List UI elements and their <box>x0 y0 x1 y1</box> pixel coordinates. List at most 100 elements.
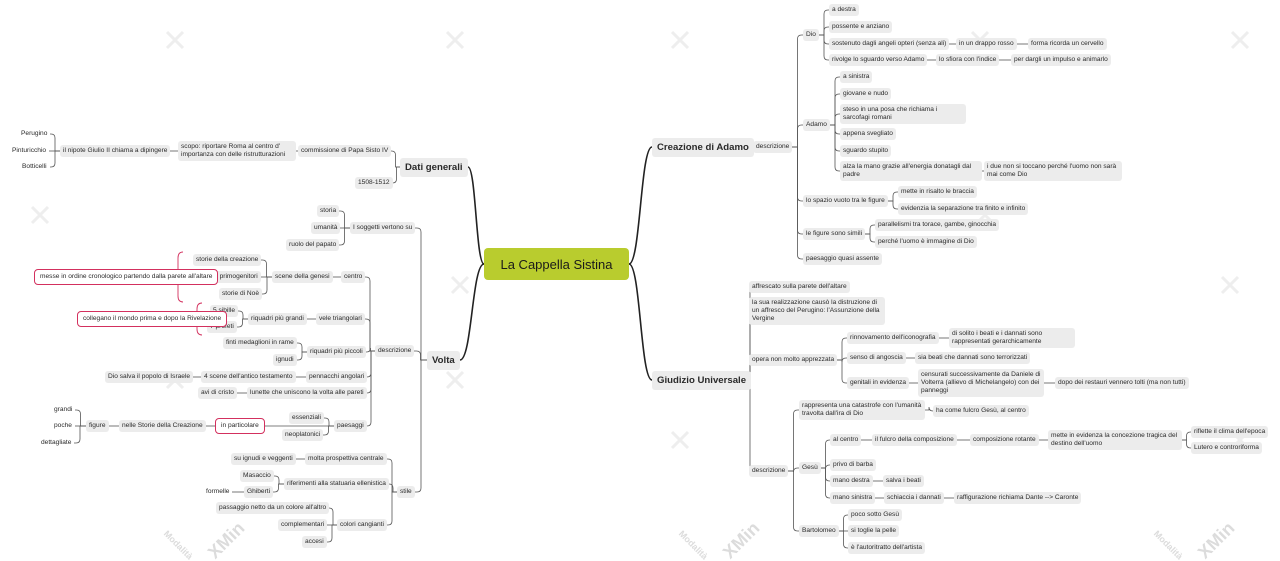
topic-node[interactable]: poco sotto Gesù <box>848 509 903 521</box>
callout-note[interactable]: collegano il mondo prima e dopo la Rivel… <box>77 311 228 327</box>
topic-node[interactable]: rinnovamento dell'iconografia <box>847 332 939 344</box>
topic-node[interactable]: parallelismi tra torace, gambe, ginocchi… <box>875 219 1000 231</box>
topic-node[interactable]: censurati successivamente da Daniele di … <box>918 369 1044 397</box>
topic-node[interactable]: appena svegliato <box>840 128 896 140</box>
topic-node[interactable]: storie di Noè <box>219 288 263 300</box>
topic-node[interactable]: scene della genesi <box>272 271 333 283</box>
topic-node[interactable]: essenziali <box>289 412 324 424</box>
topic-node[interactable]: I soggetti vertono su <box>350 222 416 234</box>
topic-node[interactable]: rappresenta una catastrofe con l'umanità… <box>799 400 925 420</box>
main-topic[interactable]: Giudizio Universale <box>652 371 752 390</box>
topic-node[interactable]: pennacchi angolari <box>306 371 368 383</box>
topic-node[interactable]: descrizione <box>375 345 415 357</box>
topic-node[interactable]: raffigurazione richiama Dante --> Caront… <box>954 492 1082 504</box>
topic-node[interactable]: alza la mano grazie all'energia donatagl… <box>840 161 982 181</box>
topic-node[interactable]: riflette il clima dell'epoca <box>1191 426 1269 438</box>
topic-node[interactable]: molta prospettiva centrale <box>305 453 387 465</box>
topic-node[interactable]: nelle Storie della Creazione <box>119 420 206 432</box>
topic-node[interactable]: rivolge lo sguardo verso Adamo <box>829 54 928 66</box>
topic-node[interactable]: lunette che uniscono la volta alle paret… <box>247 387 367 399</box>
topic-node[interactable]: lo spazio vuoto tra le figure <box>803 195 888 207</box>
topic-node[interactable]: composizione rotante <box>970 434 1039 446</box>
topic-node[interactable]: colori cangianti <box>337 519 387 531</box>
topic-node[interactable]: complementari <box>278 519 328 531</box>
topic-node[interactable]: Lutero e controriforma <box>1191 442 1262 454</box>
topic-node[interactable]: ruolo del papato <box>286 239 340 251</box>
topic-node[interactable]: stile <box>397 486 415 498</box>
topic-node[interactable]: Ghiberti <box>244 486 274 498</box>
topic-node[interactable]: finti medaglioni in rame <box>223 337 297 349</box>
topic-node[interactable]: forma ricorda un cervello <box>1028 38 1107 50</box>
topic-node[interactable]: la sua realizzazione causò la distruzion… <box>749 297 885 325</box>
topic-node[interactable]: mette in evidenza la concezione tragica … <box>1048 430 1182 450</box>
topic-node[interactable]: lo sfiora con l'indice <box>936 54 1000 66</box>
topic-node[interactable]: scopo: riportare Roma al centro d' impor… <box>178 141 296 161</box>
topic-node[interactable]: Dio salva il popolo di Israele <box>105 371 194 383</box>
topic-node[interactable]: sia beati che dannati sono terrorizzati <box>915 352 1031 364</box>
main-topic[interactable]: Dati generali <box>400 158 468 177</box>
topic-node[interactable]: dopo dei restauri vennero tolti (ma non … <box>1055 377 1189 389</box>
topic-node[interactable]: al centro <box>830 434 862 446</box>
topic-node[interactable]: evidenzia la separazione tra finito e in… <box>898 203 1029 215</box>
topic-node[interactable]: descrizione <box>749 465 789 477</box>
topic-node[interactable]: Perugino <box>21 130 48 137</box>
topic-node[interactable]: per dargli un impulso e animarlo <box>1011 54 1111 66</box>
topic-node[interactable]: riquadri più grandi <box>248 313 307 325</box>
topic-node[interactable]: riquadri più piccoli <box>307 346 366 358</box>
topic-node[interactable]: Bartolomeo <box>799 525 839 537</box>
topic-node[interactable]: avi di cristo <box>198 387 237 399</box>
topic-node[interactable]: su ignudi e veggenti <box>231 453 296 465</box>
topic-node[interactable]: si toglie la pelle <box>848 525 900 537</box>
topic-node[interactable]: storie della creazione <box>193 254 262 266</box>
topic-node[interactable]: mano sinistra <box>830 492 876 504</box>
topic-node[interactable]: mano destra <box>830 475 873 487</box>
topic-node[interactable]: 1508-1512 <box>355 177 393 189</box>
topic-node[interactable]: ignudi <box>273 354 297 366</box>
topic-node[interactable]: possente e anziano <box>829 21 893 33</box>
callout-note[interactable]: messe in ordine cronologico partendo dal… <box>34 269 219 285</box>
topic-node[interactable]: 4 scene dell'antico testamento <box>201 371 296 383</box>
topic-node[interactable]: steso in una posa che richiama i sarcofa… <box>840 104 966 124</box>
topic-node[interactable]: neoplatonici <box>282 429 324 441</box>
topic-node[interactable]: storia <box>317 205 340 217</box>
topic-node[interactable]: Pinturicchio <box>12 147 47 154</box>
topic-node[interactable]: affrescato sulla parete dell'altare <box>749 281 850 293</box>
topic-node[interactable]: centro <box>341 271 366 283</box>
topic-node[interactable]: opera non molto apprezzata <box>749 354 838 366</box>
topic-node[interactable]: vele triangolari <box>316 313 365 325</box>
topic-node[interactable]: commissione di Papa Sisto IV <box>298 145 392 157</box>
topic-node[interactable]: paesaggi <box>334 420 367 432</box>
main-topic[interactable]: Volta <box>427 351 460 370</box>
topic-node[interactable]: salva i beati <box>883 475 924 487</box>
topic-node[interactable]: privo di barba <box>830 459 876 471</box>
topic-node[interactable]: umanità <box>311 222 341 234</box>
topic-node[interactable]: paesaggio quasi assente <box>803 253 882 265</box>
topic-node[interactable]: in un drappo rosso <box>956 38 1017 50</box>
root-topic[interactable]: La Cappella Sistina <box>484 248 629 280</box>
topic-node[interactable]: di solito i beati e i dannati sono rappr… <box>949 328 1075 348</box>
topic-node[interactable]: sostenuto dagli angeli opteri (senza ali… <box>829 38 950 50</box>
topic-node[interactable]: Dio <box>803 29 819 41</box>
topic-node[interactable]: le figure sono simili <box>803 228 866 240</box>
main-topic[interactable]: Creazione di Adamo <box>652 138 754 157</box>
topic-node[interactable]: ha come fulcro Gesù, al centro <box>933 405 1029 417</box>
topic-node[interactable]: il nipote Giulio II chiama a dipingere <box>60 145 171 157</box>
topic-node[interactable]: grandi <box>54 406 73 413</box>
topic-node[interactable]: schiaccia i dannati <box>884 492 944 504</box>
topic-node[interactable]: senso di angoscia <box>847 352 906 364</box>
topic-node[interactable]: accesi <box>302 536 327 548</box>
topic-node[interactable]: poche <box>54 422 72 429</box>
topic-node[interactable]: è l'autoritratto dell'artista <box>848 542 926 554</box>
topic-node[interactable]: figure <box>86 420 109 432</box>
topic-node[interactable]: il fulcro della composizione <box>872 434 957 446</box>
topic-node[interactable]: Masaccio <box>240 470 274 482</box>
topic-node[interactable]: descrizione <box>753 141 793 153</box>
topic-node[interactable]: Gesù <box>799 462 821 474</box>
topic-node[interactable]: Botticelli <box>22 163 47 170</box>
topic-node[interactable]: a destra <box>829 4 859 16</box>
topic-node[interactable]: passaggio netto da un colore all'altro <box>216 502 330 514</box>
topic-node[interactable]: formelle <box>206 488 230 495</box>
topic-node[interactable]: mette in risalto le braccia <box>898 186 977 198</box>
topic-node[interactable]: riferimenti alla statuaria ellenistica <box>284 478 389 490</box>
topic-node[interactable]: giovane e nudo <box>840 88 892 100</box>
